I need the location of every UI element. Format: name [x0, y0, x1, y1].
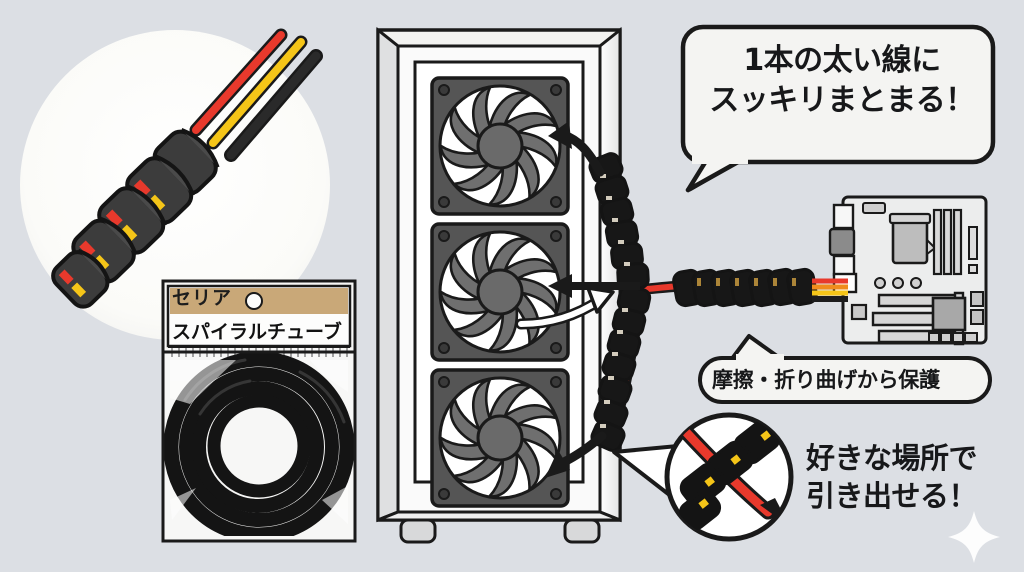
cable-detail-closeup	[20, 28, 330, 340]
arrow-from-bundle-white	[515, 286, 615, 330]
cpu-socket	[888, 212, 937, 265]
chipset-heatsink	[931, 296, 967, 332]
speech-bubble-main	[680, 24, 996, 193]
io-port-1	[832, 203, 855, 230]
callout-pull-out-line1: 好きな場所で	[806, 441, 978, 475]
arrow-to-bottom-fan	[545, 431, 607, 478]
callout-pull-out-line2: 引き出せる！	[806, 479, 978, 514]
speech-bubble-main-text: 1本の太い線に スッキリまとまる！	[706, 44, 978, 117]
pc-case	[376, 26, 622, 544]
arrow-to-top-fan	[548, 121, 605, 177]
spiral-tube-main-run	[672, 267, 818, 308]
loose-wires	[189, 28, 323, 162]
wires-to-motherboard	[812, 278, 848, 302]
callout-pull-out-text: 好きな場所で 引き出せる！	[806, 441, 978, 514]
sata-port-lower	[970, 309, 984, 325]
pull-out-detail-inset	[612, 412, 794, 542]
small-chip	[850, 303, 868, 321]
spiral-tube-cable-bundle	[588, 152, 848, 453]
case-foot-left	[399, 518, 437, 544]
sata-port-upper	[970, 291, 984, 307]
motherboard	[828, 195, 988, 346]
coiled-spiral-tube	[163, 352, 355, 536]
case-fan-top	[430, 76, 570, 216]
header-top	[862, 202, 886, 214]
front-panel-headers	[928, 332, 978, 343]
capacitors	[874, 277, 922, 289]
sparkle-icon	[948, 511, 1000, 563]
io-vga-port	[828, 227, 856, 257]
product-package	[161, 279, 357, 543]
ram-slots	[932, 208, 963, 276]
brand-circle-mark-icon	[245, 292, 263, 310]
side-connector-small	[968, 264, 978, 274]
speech-bubble-protect-body	[698, 356, 992, 404]
case-foot-right	[563, 518, 601, 544]
case-fan-bottom	[430, 368, 570, 508]
bag-plastic-highlight	[170, 360, 348, 524]
spiral-tube-branch-lower	[590, 285, 652, 453]
speech-bubble-main-line2: スッキリまとまる！	[709, 82, 975, 118]
arrow-to-middle-fan	[548, 274, 640, 298]
case-fan-middle	[430, 222, 570, 362]
speech-bubble-main-line1: 1本の太い線に	[743, 43, 941, 78]
io-port-2	[832, 254, 856, 277]
package-bag-window	[161, 350, 357, 543]
case-bottom-rail	[377, 510, 621, 522]
side-connector	[968, 226, 978, 260]
spiral-tube-wrap-closeup	[51, 127, 220, 309]
package-product-text: スパイラルチューブ	[172, 321, 342, 343]
speech-bubble-protect-text: 摩擦・折り曲げから保護	[712, 368, 940, 392]
speech-bubble-main-body	[680, 24, 996, 165]
package-brand-text: セリア	[172, 287, 233, 309]
speech-bubble-protect	[698, 334, 992, 404]
case-left-panel	[376, 26, 400, 523]
